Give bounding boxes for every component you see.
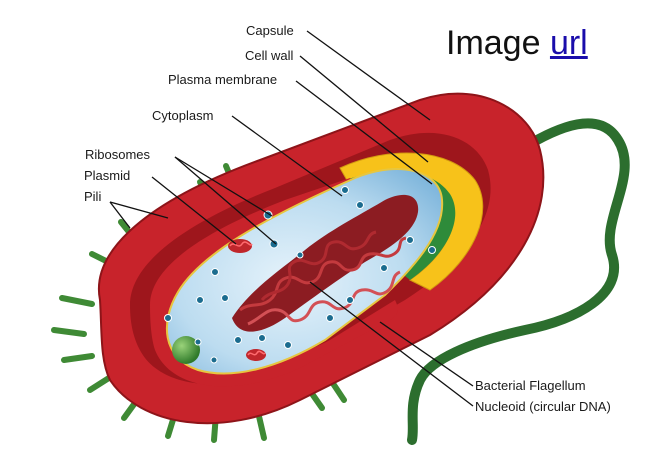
label-nucleoid: Nucleoid (circular DNA)	[475, 399, 611, 414]
ribosome	[211, 357, 217, 363]
plasmid	[246, 349, 266, 361]
ribosome	[381, 265, 388, 272]
ribosome	[259, 335, 266, 342]
leader-capsule	[307, 31, 430, 120]
ribosome	[285, 342, 292, 349]
ribosome	[270, 240, 278, 248]
pilus	[64, 356, 92, 360]
caption-url-link[interactable]: url	[550, 24, 588, 62]
ribosome	[195, 339, 201, 345]
ribosome	[235, 337, 242, 344]
label-ribosomes: Ribosomes	[85, 147, 151, 162]
image-caption: Image url	[446, 26, 588, 60]
label-plasma-membrane: Plasma membrane	[168, 72, 277, 87]
ribosome	[165, 315, 172, 322]
caption-prefix: Image	[446, 24, 541, 62]
ribosome	[197, 297, 204, 304]
pilus	[332, 382, 344, 400]
label-flagellum: Bacterial Flagellum	[475, 378, 586, 393]
ribosome	[407, 237, 414, 244]
ribosome	[212, 269, 219, 276]
ribosome	[342, 187, 349, 194]
ribosome	[297, 252, 303, 258]
label-cell-wall: Cell wall	[245, 48, 294, 63]
ribosome	[222, 295, 229, 302]
ribosome	[357, 202, 364, 209]
pilus	[62, 298, 92, 304]
label-pili: Pili	[84, 189, 101, 204]
ribosome	[429, 247, 436, 254]
label-capsule: Capsule	[246, 23, 294, 38]
ribosome	[327, 315, 334, 322]
pilus	[54, 330, 84, 334]
ribosome	[347, 297, 354, 304]
label-plasmid: Plasmid	[84, 168, 130, 183]
label-cytoplasm: Cytoplasm	[152, 108, 213, 123]
